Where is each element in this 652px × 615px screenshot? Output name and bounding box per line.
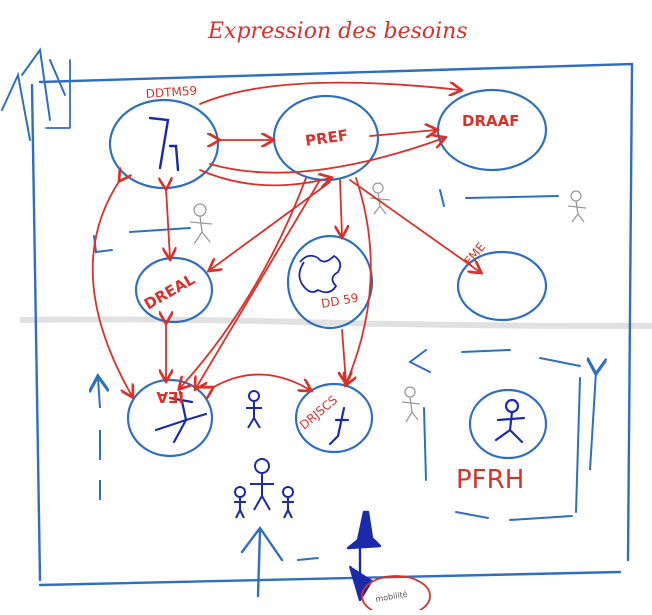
node-dreal-label: DREAL xyxy=(141,270,198,314)
iea-figure-icon xyxy=(154,390,208,444)
mobilite-circle xyxy=(361,575,431,615)
relationship-arrows xyxy=(91,83,480,396)
dd59-scribble-icon xyxy=(298,254,342,294)
pfrh-box xyxy=(408,349,581,521)
pfrh-right-arrow xyxy=(590,372,596,471)
mid-dashed-right xyxy=(439,189,559,207)
node-pref-label: PREF xyxy=(304,126,349,150)
node-dd59-label: DD 59 xyxy=(320,291,359,311)
node-dasis-ellipse[interactable] xyxy=(294,382,374,454)
entry-arrows xyxy=(1,47,66,141)
mid-dashed-left xyxy=(93,227,191,254)
node-dd59-ellipse[interactable] xyxy=(286,234,374,330)
node-ddtm-label: DDTM59 xyxy=(145,83,197,101)
frame-notch xyxy=(45,59,71,129)
pfrh-figure-icon xyxy=(494,398,526,444)
paper-fold xyxy=(19,316,652,329)
diagram-title: Expression des besoins xyxy=(207,19,468,44)
dasis-figure-icon xyxy=(328,406,350,446)
mobilite-label: mobilité xyxy=(375,588,409,604)
main-frame xyxy=(30,62,634,587)
node-pfrh-label: PFRH xyxy=(456,465,524,495)
ddtm-scribble-icon xyxy=(148,116,180,172)
node-draaf-ellipse[interactable] xyxy=(436,88,548,172)
bottom-tool-icon xyxy=(346,510,382,602)
node-draaf-label: DRAAF xyxy=(462,112,519,130)
left-dashed-arrow xyxy=(98,378,100,500)
node-fme-ellipse[interactable] xyxy=(456,250,548,322)
people-icon xyxy=(234,390,294,519)
bottom-dash xyxy=(297,557,319,561)
stick-figure-icon xyxy=(189,182,587,423)
node-pfrh-ellipse[interactable] xyxy=(468,388,548,460)
bottom-up-arrow xyxy=(240,525,284,598)
node-iea-label: IEA xyxy=(156,388,184,406)
